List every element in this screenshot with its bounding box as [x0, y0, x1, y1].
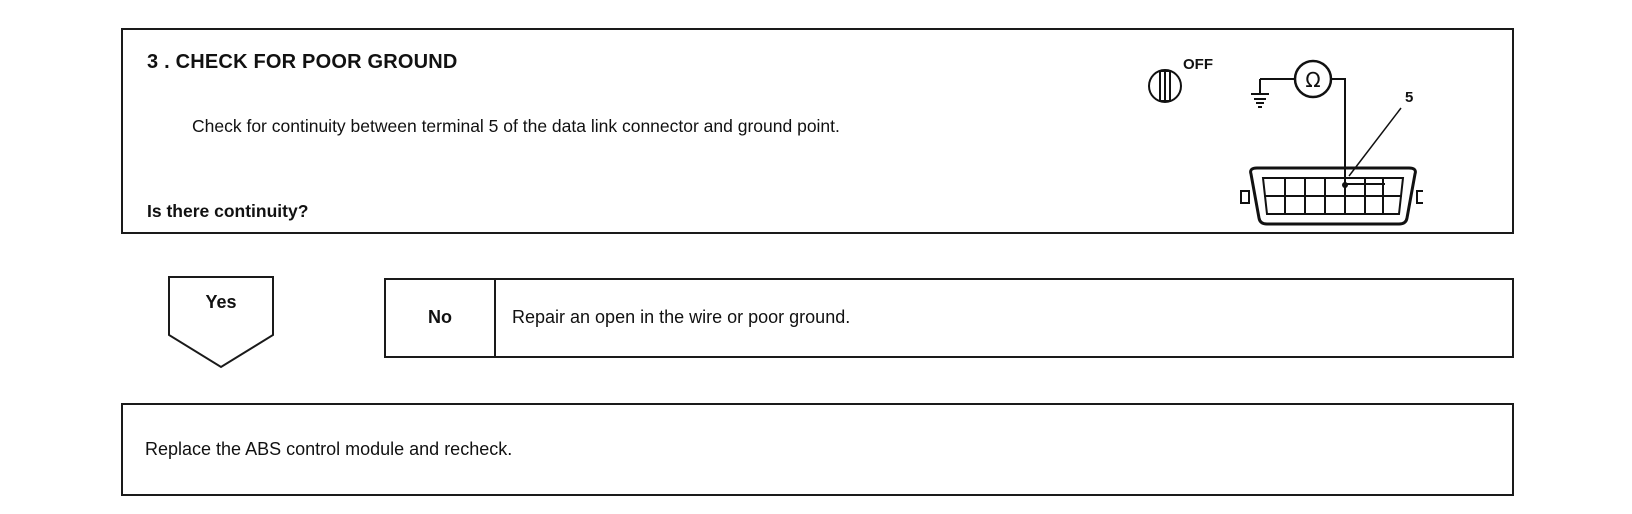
step-question: Is there continuity?	[147, 201, 309, 221]
ohm-symbol: Ω	[1305, 68, 1320, 92]
ohmmeter-icon: Ω	[1293, 59, 1333, 99]
data-link-connector-icon	[1240, 166, 1423, 226]
no-label: No	[428, 307, 452, 327]
final-action: Replace the ABS control module and reche…	[145, 439, 513, 459]
terminal-leader-line	[1348, 107, 1402, 177]
circuit-diagram: OFF Ω 5	[1148, 56, 1423, 226]
no-branch-divider	[494, 280, 496, 356]
ignition-state-label: OFF	[1183, 56, 1213, 73]
final-step-panel: Replace the ABS control module and reche…	[121, 403, 1514, 496]
terminal-label: 5	[1405, 89, 1413, 106]
step-instruction: Check for continuity between terminal 5 …	[192, 116, 840, 136]
yes-label: Yes	[205, 292, 237, 312]
no-branch-action: Repair an open in the wire or poor groun…	[512, 307, 851, 327]
step-title: 3 . CHECK FOR POOR GROUND	[147, 51, 458, 73]
yes-branch-arrow	[168, 276, 274, 369]
ground-symbol-icon	[1251, 78, 1295, 108]
ignition-key-icon	[1148, 69, 1182, 103]
check-step-panel: 3 . CHECK FOR POOR GROUND Check for cont…	[121, 28, 1514, 234]
no-branch-panel: No Repair an open in the wire or poor gr…	[384, 278, 1514, 358]
